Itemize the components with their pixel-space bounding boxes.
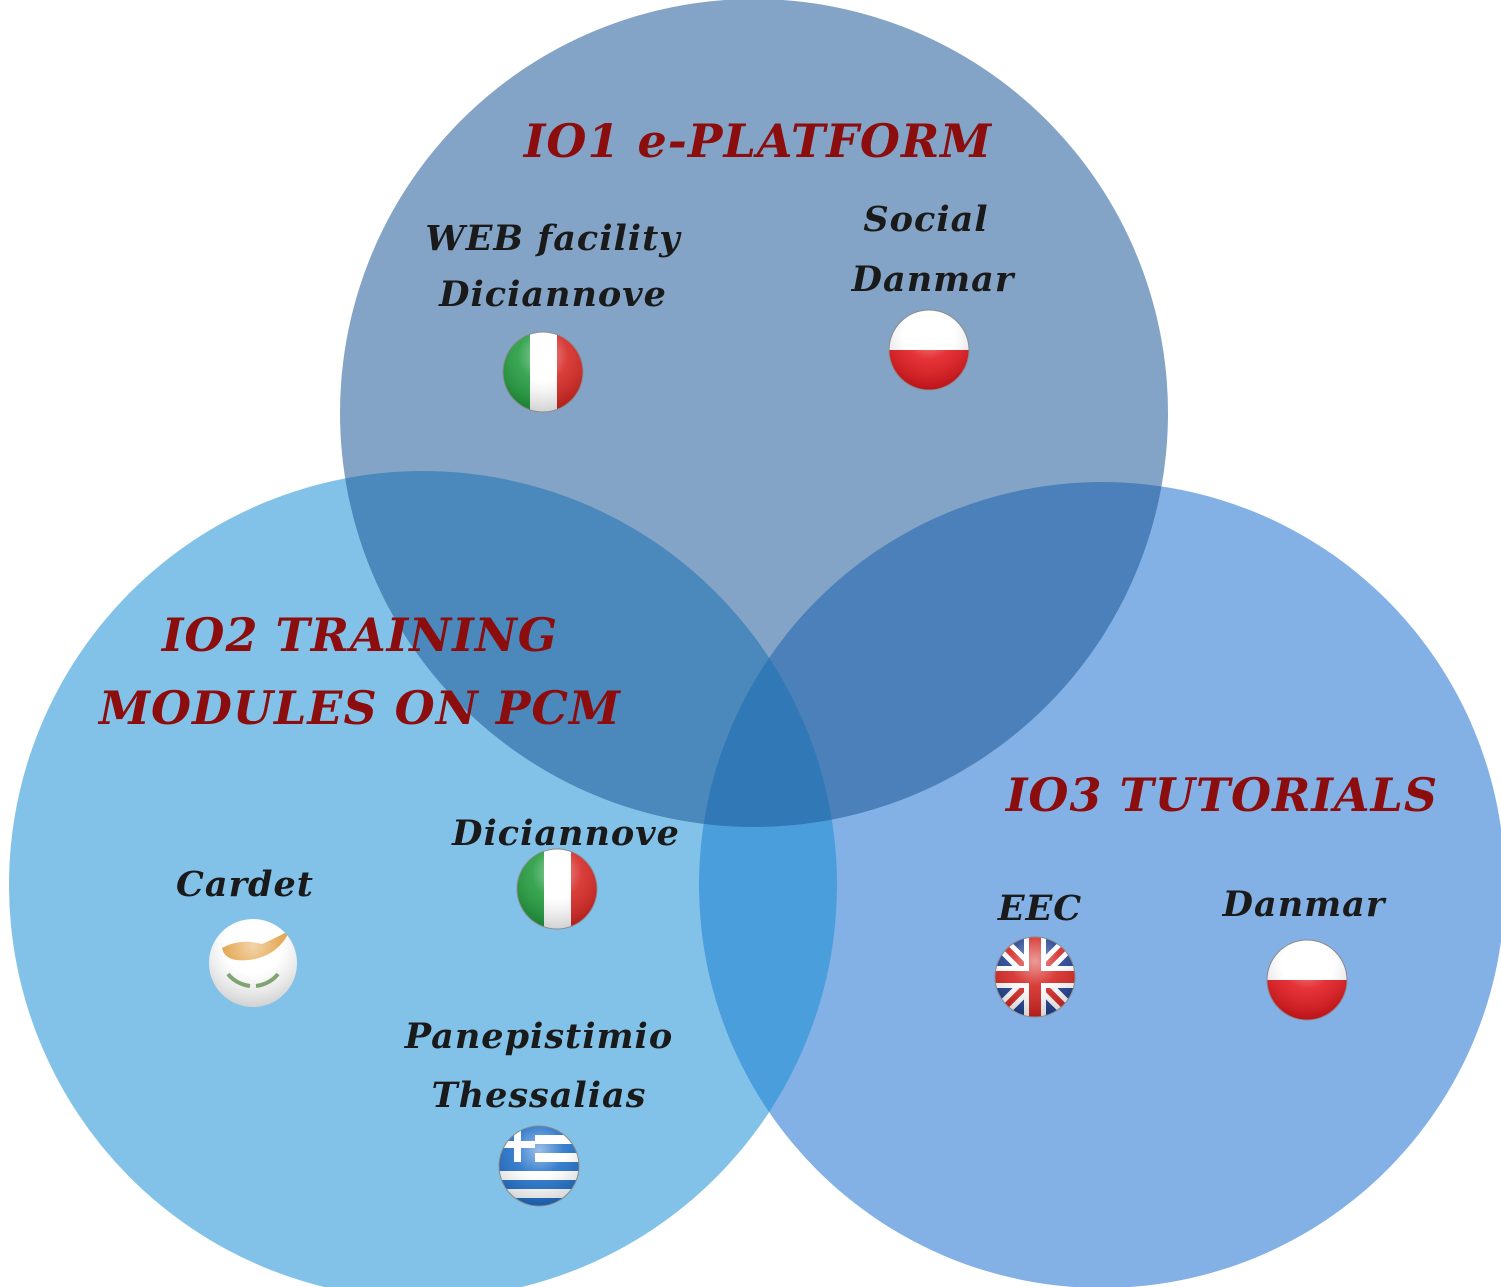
greece-flag-icon <box>498 1125 580 1207</box>
partner-label-diciannove: Diciannove <box>451 813 680 854</box>
partner-label-thessalias: Thessalias <box>432 1075 647 1116</box>
uk-flag-icon <box>994 936 1076 1018</box>
partner-label-web-facility: WEB facility <box>425 218 682 259</box>
partner-label-danmar: Danmar <box>851 259 1016 300</box>
partner-label-danmar: Danmar <box>1222 884 1387 925</box>
circle-platform <box>340 0 1168 827</box>
circle-title-training-line1: IO2 TRAINING <box>160 608 558 662</box>
partner-label-social: Social <box>863 199 988 240</box>
poland-flag-icon <box>1266 939 1348 1021</box>
partner-label-panepistimio: Panepistimio <box>404 1016 673 1057</box>
partner-label-diciannove: Diciannove <box>438 274 667 315</box>
poland-flag-icon <box>888 309 970 391</box>
italy-flag-icon <box>516 848 598 930</box>
circle-title-platform: IO1 e-PLATFORM <box>522 114 993 168</box>
partner-label-cardet: Cardet <box>176 864 314 905</box>
cyprus-flag-icon <box>209 919 297 1007</box>
circle-title-training-line2: MODULES ON PCM <box>97 681 622 735</box>
circle-title-tutorials: IO3 TUTORIALS <box>1004 768 1438 822</box>
partner-label-eec: EEC <box>997 888 1082 929</box>
italy-flag-icon <box>502 331 584 413</box>
